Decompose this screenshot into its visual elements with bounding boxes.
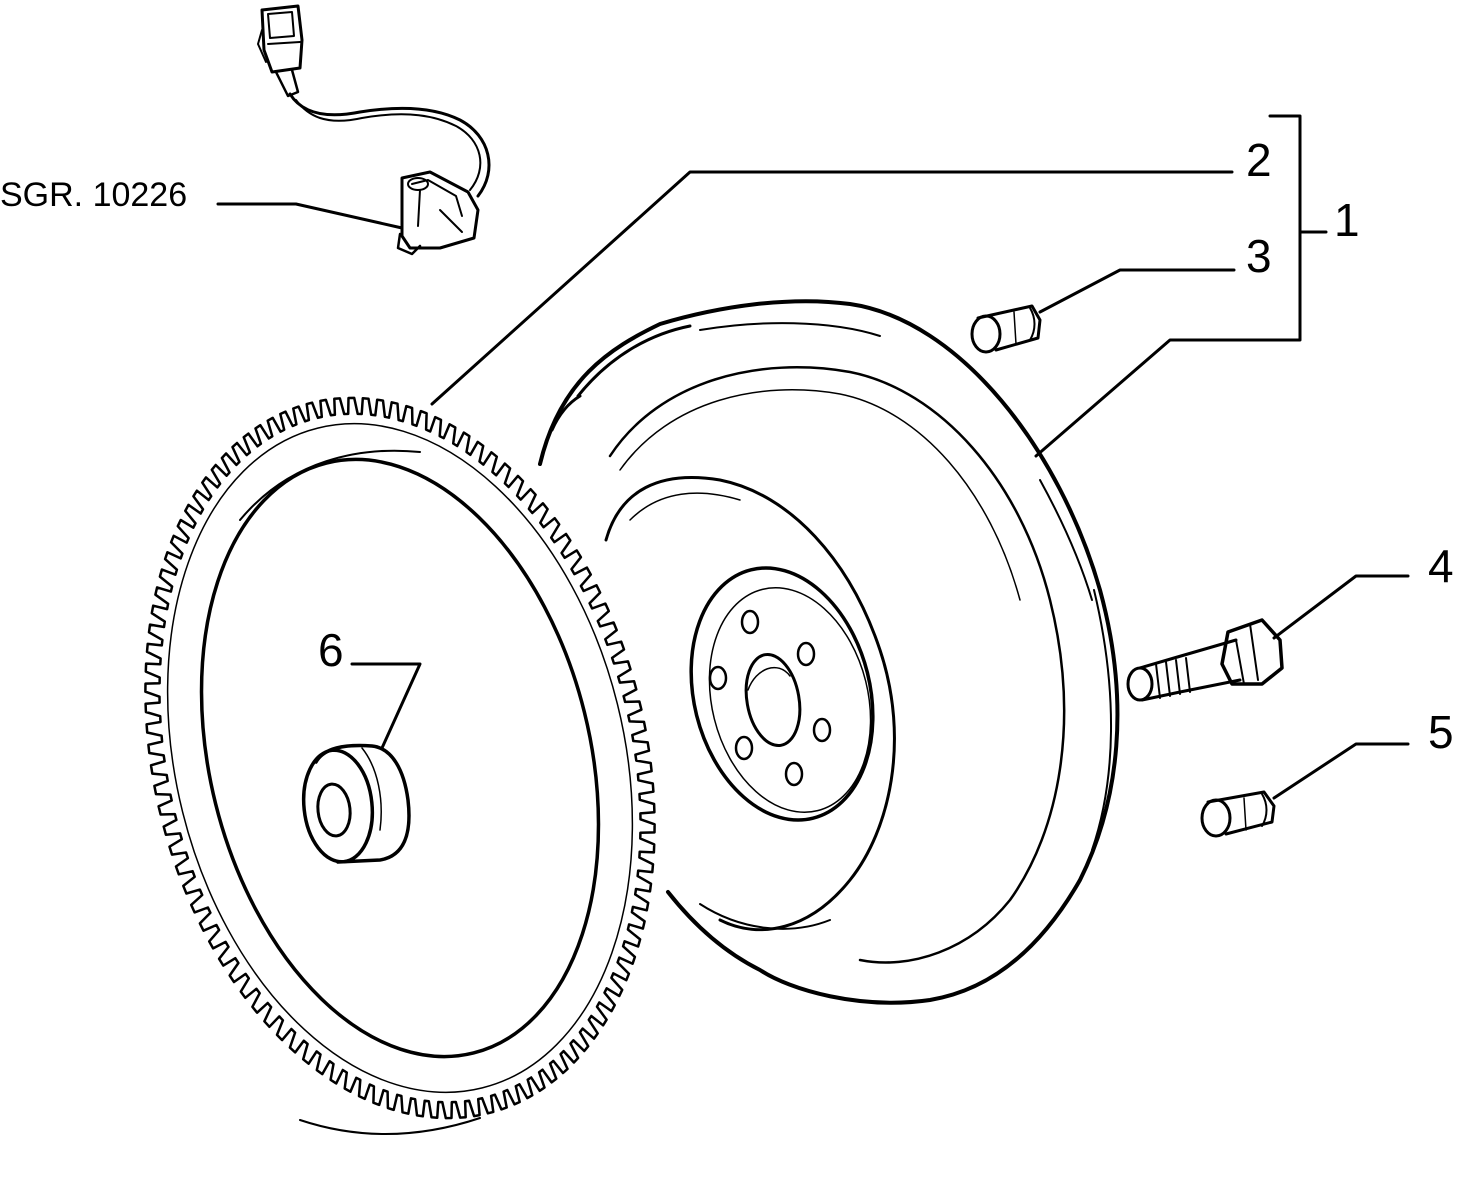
leader-line-6 xyxy=(350,662,422,750)
stud-bolt-4 xyxy=(1126,618,1284,702)
dowel-pin-5 xyxy=(1200,790,1276,838)
ring-gear xyxy=(144,396,656,1135)
callout-labels: 2 1 3 4 5 6 SGR. 10226 xyxy=(0,134,1454,758)
leader-line-2 xyxy=(430,170,1234,406)
leader-line-4 xyxy=(1272,574,1410,640)
leader-line-3 xyxy=(1038,268,1236,314)
sgr-reference-label: SGR. 10226 xyxy=(0,176,187,214)
leader-line-sgr xyxy=(216,202,404,230)
callout-6: 6 xyxy=(318,624,344,676)
leader-line-5 xyxy=(1272,742,1410,800)
callout-5: 5 xyxy=(1428,706,1454,758)
ring-gear-tooth-profile xyxy=(144,396,656,1120)
ring-gear-root-line xyxy=(166,422,634,1094)
leader-lines xyxy=(216,114,1410,800)
speed-sensor-assembly xyxy=(257,4,491,256)
flywheel xyxy=(538,299,1120,1005)
pilot-bushing xyxy=(301,743,411,864)
callout-3: 3 xyxy=(1246,230,1272,282)
callout-1: 1 xyxy=(1334,194,1360,246)
ring-gear-teeth xyxy=(144,396,656,1120)
callout-2: 2 xyxy=(1246,134,1272,186)
leader-line-bracket-1 xyxy=(1034,114,1302,458)
dowel-pin-3 xyxy=(970,304,1042,354)
callout-4: 4 xyxy=(1428,540,1454,592)
